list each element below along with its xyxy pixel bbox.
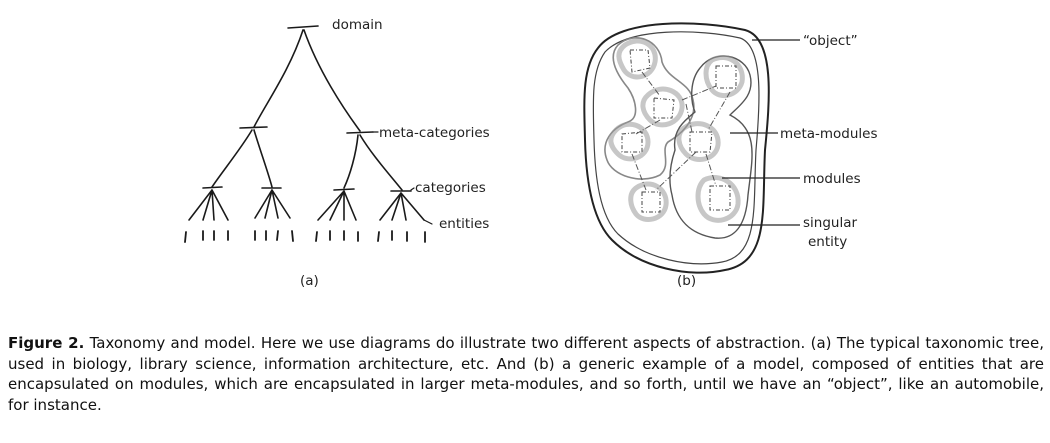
figure-caption: Figure 2. Taxonomy and model. Here we us… — [8, 333, 1044, 415]
tree-category-node — [333, 188, 355, 191]
figure-label: Figure 2. — [8, 334, 85, 352]
model-diagram — [583, 22, 800, 274]
callout-lines — [722, 39, 800, 226]
entity-shapes — [621, 49, 737, 213]
tree-branch — [303, 29, 361, 132]
object-inner-outline — [592, 31, 760, 265]
meta-module-outline — [604, 37, 695, 180]
tree-leaf-branches — [379, 192, 425, 221]
label-object: “object” — [803, 33, 858, 49]
label-entity: entity — [808, 234, 848, 250]
label-entities: entities — [439, 216, 490, 232]
object-outline — [583, 22, 770, 274]
figure-drawings — [184, 22, 800, 274]
tree-branch — [253, 129, 273, 188]
label-categories: categories — [415, 180, 486, 196]
label-meta-modules: meta-modules — [780, 126, 878, 142]
tree-category-node — [202, 186, 223, 189]
figure-area: domain meta-categories categories entiti… — [184, 17, 878, 289]
tree-meta-node — [346, 131, 374, 134]
module-connectors — [631, 71, 731, 191]
tree-leaf-branches — [188, 189, 229, 221]
tree-branch — [359, 134, 403, 191]
taxonomy-tree — [184, 25, 433, 243]
tree-branch — [343, 134, 359, 189]
tree-entity-marks — [184, 230, 426, 243]
tree-branch — [211, 129, 253, 188]
panel-a-label: (a) — [300, 273, 319, 289]
tree-root-node — [287, 25, 319, 29]
tree-leaf-branches — [254, 189, 291, 219]
caption-text: Taxonomy and model. Here we use diagrams… — [8, 334, 1045, 414]
label-modules: modules — [803, 171, 861, 187]
label-singular: singular — [803, 215, 858, 231]
tree-branch — [253, 29, 304, 128]
label-meta-categories: meta-categories — [379, 125, 490, 141]
tree-leaf-branches — [317, 190, 357, 221]
meta-module-outline — [669, 55, 753, 239]
label-domain: domain — [332, 17, 383, 33]
panel-b-label: (b) — [677, 273, 697, 289]
module-blobs — [608, 38, 745, 223]
tree-meta-node — [239, 126, 268, 129]
